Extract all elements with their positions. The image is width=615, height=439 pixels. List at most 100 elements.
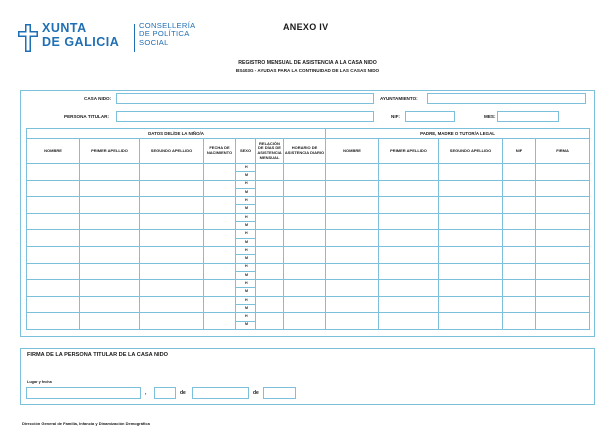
cell-child-nombre[interactable]: [26, 196, 80, 214]
cell-child-primer-apellido[interactable]: [79, 163, 140, 181]
cell-sexo[interactable]: M: [235, 237, 256, 247]
mes-field[interactable]: [497, 111, 559, 122]
month-field[interactable]: [192, 387, 249, 399]
cell-sexo[interactable]: H: [235, 179, 256, 189]
cell-dias-asistencia[interactable]: [255, 312, 284, 330]
cell-sexo[interactable]: H: [235, 262, 256, 272]
cell-horario[interactable]: [282, 279, 327, 297]
cell-child-nombre[interactable]: [26, 212, 80, 231]
cell-horario[interactable]: [282, 179, 327, 198]
cell-sexo[interactable]: H: [235, 279, 256, 289]
cell-firma[interactable]: [535, 179, 591, 198]
cell-horario[interactable]: [282, 163, 327, 181]
cell-guardian-nif[interactable]: [502, 295, 537, 314]
cell-firma[interactable]: [535, 196, 591, 214]
cell-horario[interactable]: [282, 245, 327, 264]
cell-sexo[interactable]: H: [235, 212, 256, 223]
cell-child-primer-apellido[interactable]: [79, 245, 140, 264]
cell-firma[interactable]: [535, 312, 591, 330]
cell-sexo[interactable]: H: [235, 245, 256, 256]
cell-guardian-segundo-apellido[interactable]: [438, 295, 504, 314]
cell-dias-asistencia[interactable]: [255, 279, 284, 297]
cell-sexo[interactable]: H: [235, 196, 256, 206]
cell-guardian-nombre[interactable]: [325, 312, 380, 330]
cell-guardian-nif[interactable]: [502, 262, 537, 281]
cell-child-segundo-apellido[interactable]: [139, 212, 204, 231]
cell-child-segundo-apellido[interactable]: [139, 295, 204, 314]
cell-child-primer-apellido[interactable]: [79, 196, 140, 214]
lugar-field[interactable]: [26, 387, 141, 399]
cell-guardian-nif[interactable]: [502, 196, 537, 214]
cell-dias-asistencia[interactable]: [255, 212, 284, 231]
cell-firma[interactable]: [535, 229, 591, 247]
cell-child-primer-apellido[interactable]: [79, 229, 140, 247]
ayuntamiento-field[interactable]: [427, 93, 586, 104]
cell-guardian-nif[interactable]: [502, 245, 537, 264]
cell-guardian-primer-apellido[interactable]: [378, 245, 440, 264]
cell-child-segundo-apellido[interactable]: [139, 179, 204, 198]
cell-guardian-primer-apellido[interactable]: [378, 279, 440, 297]
cell-dias-asistencia[interactable]: [255, 179, 284, 198]
cell-child-nombre[interactable]: [26, 312, 80, 330]
cell-dias-asistencia[interactable]: [255, 163, 284, 181]
cell-sexo[interactable]: M: [235, 171, 256, 181]
cell-sexo[interactable]: H: [235, 229, 256, 239]
cell-child-primer-apellido[interactable]: [79, 312, 140, 330]
cell-sexo[interactable]: H: [235, 312, 256, 322]
cell-guardian-nif[interactable]: [502, 179, 537, 198]
cell-horario[interactable]: [282, 196, 327, 214]
cell-child-segundo-apellido[interactable]: [139, 262, 204, 281]
cell-fecha-nacimiento[interactable]: [203, 245, 236, 264]
cell-guardian-segundo-apellido[interactable]: [438, 163, 504, 181]
cell-guardian-primer-apellido[interactable]: [378, 163, 440, 181]
day-field[interactable]: [154, 387, 176, 399]
cell-fecha-nacimiento[interactable]: [203, 295, 236, 314]
cell-guardian-nombre[interactable]: [325, 245, 380, 264]
cell-firma[interactable]: [535, 163, 591, 181]
cell-child-nombre[interactable]: [26, 245, 80, 264]
cell-child-nombre[interactable]: [26, 295, 80, 314]
cell-dias-asistencia[interactable]: [255, 229, 284, 247]
cell-guardian-segundo-apellido[interactable]: [438, 229, 504, 247]
cell-child-segundo-apellido[interactable]: [139, 229, 204, 247]
cell-firma[interactable]: [535, 295, 591, 314]
cell-horario[interactable]: [282, 295, 327, 314]
cell-guardian-nif[interactable]: [502, 212, 537, 231]
cell-horario[interactable]: [282, 212, 327, 231]
nif-field[interactable]: [405, 111, 455, 122]
cell-firma[interactable]: [535, 279, 591, 297]
cell-guardian-primer-apellido[interactable]: [378, 262, 440, 281]
cell-child-primer-apellido[interactable]: [79, 212, 140, 231]
cell-guardian-nombre[interactable]: [325, 262, 380, 281]
cell-fecha-nacimiento[interactable]: [203, 279, 236, 297]
cell-guardian-primer-apellido[interactable]: [378, 312, 440, 330]
cell-sexo[interactable]: H: [235, 295, 256, 306]
cell-guardian-segundo-apellido[interactable]: [438, 196, 504, 214]
cell-child-primer-apellido[interactable]: [79, 262, 140, 281]
cell-guardian-nif[interactable]: [502, 279, 537, 297]
cell-firma[interactable]: [535, 262, 591, 281]
cell-child-nombre[interactable]: [26, 279, 80, 297]
cell-child-nombre[interactable]: [26, 163, 80, 181]
cell-sexo[interactable]: M: [235, 287, 256, 297]
cell-firma[interactable]: [535, 212, 591, 231]
cell-fecha-nacimiento[interactable]: [203, 229, 236, 247]
cell-guardian-nif[interactable]: [502, 229, 537, 247]
cell-guardian-segundo-apellido[interactable]: [438, 245, 504, 264]
cell-fecha-nacimiento[interactable]: [203, 179, 236, 198]
cell-sexo[interactable]: M: [235, 204, 256, 214]
cell-guardian-segundo-apellido[interactable]: [438, 279, 504, 297]
cell-sexo[interactable]: M: [235, 187, 256, 198]
cell-guardian-nif[interactable]: [502, 312, 537, 330]
cell-guardian-nombre[interactable]: [325, 279, 380, 297]
cell-horario[interactable]: [282, 312, 327, 330]
cell-dias-asistencia[interactable]: [255, 295, 284, 314]
casa-nido-field[interactable]: [116, 93, 374, 104]
year-field[interactable]: [263, 387, 296, 399]
cell-fecha-nacimiento[interactable]: [203, 312, 236, 330]
cell-fecha-nacimiento[interactable]: [203, 262, 236, 281]
cell-sexo[interactable]: M: [235, 254, 256, 264]
cell-child-nombre[interactable]: [26, 262, 80, 281]
cell-fecha-nacimiento[interactable]: [203, 196, 236, 214]
cell-firma[interactable]: [535, 245, 591, 264]
